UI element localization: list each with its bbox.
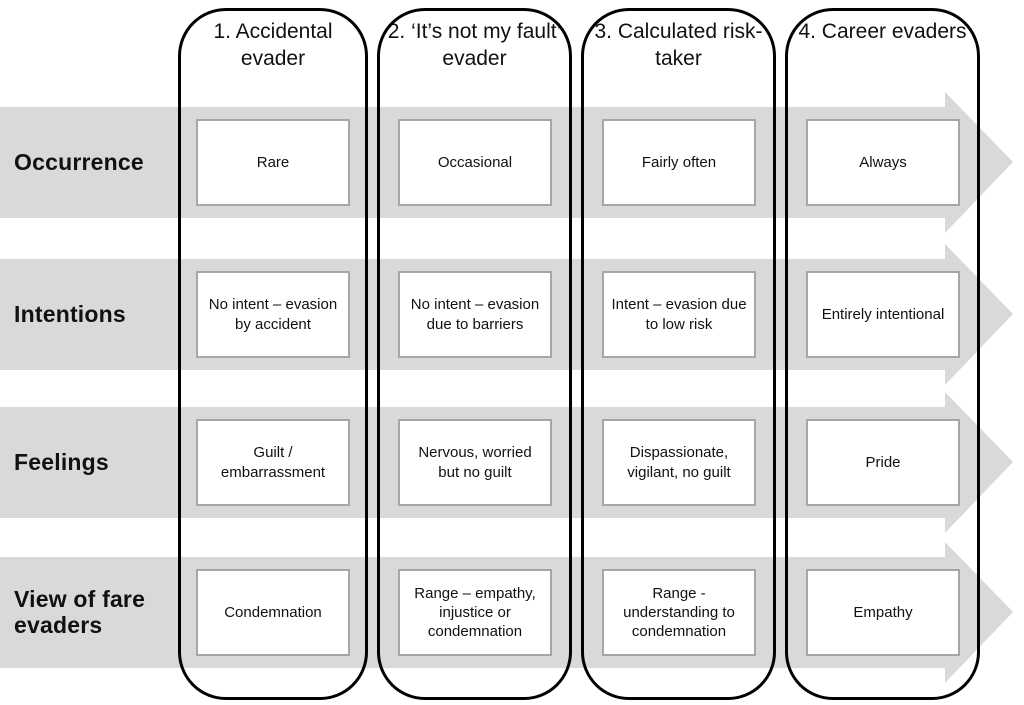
cell-view-col2: Range – empathy, injustice or condemnati… [398,569,552,656]
row-label-occurrence: Occurrence [14,148,144,175]
cell-view-col3: Range - understanding to condemnation [602,569,756,656]
cell-feelings-col2: Nervous, worried but no guilt [398,419,552,506]
cell-intentions-col2: No intent – evasion due to barriers [398,271,552,358]
cell-occurrence-col2: Occasional [398,119,552,206]
row-label-intentions: Intentions [14,300,126,327]
cell-feelings-col4: Pride [806,419,960,506]
row-label-feelings: Feelings [14,448,109,475]
cell-intentions-col4: Entirely intentional [806,271,960,358]
column-header-accidental-evader: 1. Accidental evader [213,20,333,70]
cell-feelings-col1: Guilt / embarrassment [196,419,350,506]
cell-occurrence-col1: Rare [196,119,350,206]
cell-occurrence-col3: Fairly often [602,119,756,206]
row-label-view-of-fare-evaders: View of fare evaders [14,585,146,638]
cell-view-col4: Empathy [806,569,960,656]
column-header-calculated-risk-taker: 3. Calculated risk-taker [594,20,763,70]
column-header-career-evaders: 4. Career evaders [798,20,967,43]
cell-intentions-col1: No intent – evasion by accident [196,271,350,358]
cell-feelings-col3: Dispassionate, vigilant, no guilt [602,419,756,506]
cell-occurrence-col4: Always [806,119,960,206]
cell-intentions-col3: Intent – evasion due to low risk [602,271,756,358]
column-header-not-my-fault-evader: 2. ‘It’s not my fault’ evader [387,20,562,70]
cell-view-col1: Condemnation [196,569,350,656]
